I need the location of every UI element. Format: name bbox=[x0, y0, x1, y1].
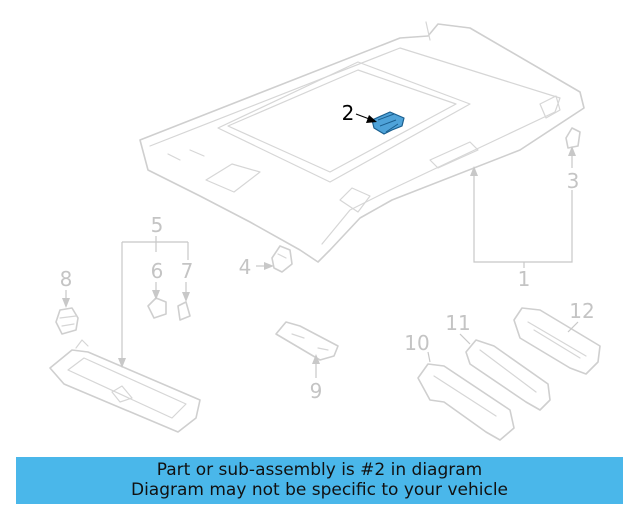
part-4-hook bbox=[271, 245, 293, 273]
part-9-bracket bbox=[275, 321, 339, 361]
part-11-handle-base bbox=[465, 339, 551, 411]
leader-lines bbox=[65, 113, 579, 378]
banner-line-2: Diagram may not be specific to your vehi… bbox=[130, 480, 508, 500]
part-7-clip bbox=[177, 301, 191, 321]
callout-9: 9 bbox=[310, 379, 323, 403]
part-2-bracket[interactable] bbox=[371, 111, 405, 135]
callout-1: 1 bbox=[518, 267, 531, 291]
callout-3: 3 bbox=[567, 169, 580, 193]
callout-6: 6 bbox=[151, 259, 164, 283]
info-banner: Part or sub-assembly is #2 in diagram Di… bbox=[16, 457, 623, 504]
callout-11: 11 bbox=[445, 311, 470, 335]
headliner bbox=[139, 21, 585, 263]
part-10-grab-handle bbox=[417, 363, 515, 441]
part-8-grommet bbox=[55, 307, 79, 335]
callout-4: 4 bbox=[239, 255, 252, 279]
callout-10: 10 bbox=[404, 331, 429, 355]
part-12-console bbox=[513, 307, 601, 375]
callout-2: 2 bbox=[342, 101, 355, 125]
callout-8: 8 bbox=[60, 267, 73, 291]
callouts: 1 2 3 4 5 6 7 8 9 10 11 12 bbox=[60, 101, 595, 403]
callout-5: 5 bbox=[151, 213, 164, 237]
leader-arrowheads bbox=[62, 115, 576, 368]
sun-visor bbox=[49, 339, 201, 433]
callout-7: 7 bbox=[181, 259, 194, 283]
banner-line-1: Part or sub-assembly is #2 in diagram bbox=[156, 460, 483, 480]
callout-12: 12 bbox=[569, 299, 594, 323]
part-6-clip bbox=[147, 297, 167, 319]
part-3-clip bbox=[565, 127, 581, 149]
